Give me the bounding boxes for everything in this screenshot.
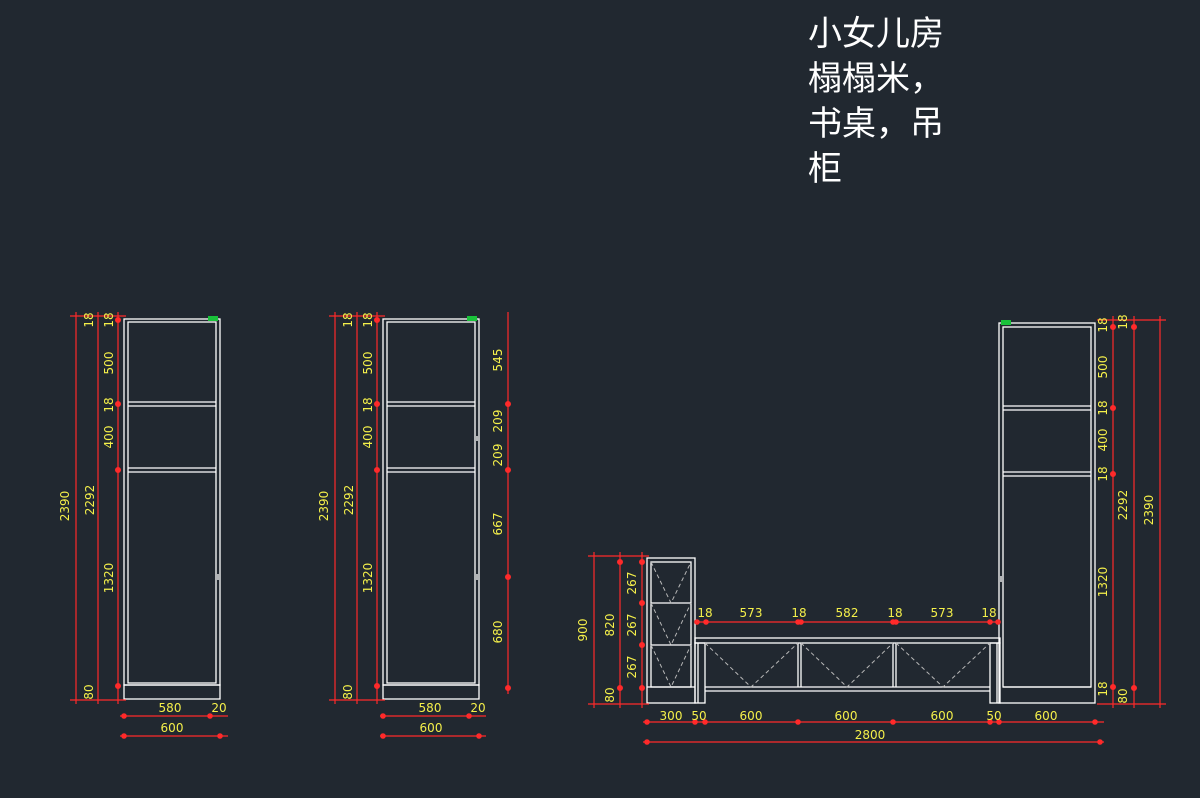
tall-inner-height-label: 2292 [1116, 489, 1130, 521]
left-total-depth-label: 600 [160, 721, 184, 735]
middle-door-1-label: 545 [491, 348, 505, 372]
side-shelf-3-label: 267 [625, 655, 639, 679]
middle-top-panel-label-outer: 18 [341, 312, 355, 328]
left-back-panel-label: 20 [211, 701, 227, 715]
tall-cabinet-marker [1001, 320, 1011, 325]
tall-top-panel-label-outer: 18 [1116, 314, 1130, 330]
platform-desk [694, 637, 1001, 704]
side-shelf-1-label: 267 [625, 571, 639, 595]
left-inner-height-label: 2292 [83, 484, 97, 516]
middle-inner-height-label: 2292 [342, 484, 356, 516]
middle-top-compartment-label: 500 [361, 351, 375, 375]
tall-bottom-panel-label: 18 [1096, 681, 1110, 697]
middle-wardrobe-marker [467, 316, 477, 321]
left-top-panel-label: 18 [102, 312, 116, 328]
title-line-3: 书桌，吊 [808, 104, 944, 144]
platform-top-3-label: 18 [791, 606, 807, 620]
tall-top-panel-label: 18 [1096, 317, 1110, 333]
platform-top-4-label: 582 [835, 606, 859, 620]
middle-depth-inner-label: 580 [418, 701, 442, 715]
width-6-label: 50 [986, 709, 1002, 723]
width-3-label: 600 [739, 709, 763, 723]
tall-total-height-label: 2390 [1142, 494, 1156, 526]
middle-wardrobe-dimension-lines [329, 312, 512, 739]
tall-shelf-2-label: 18 [1096, 466, 1110, 482]
side-inner-height-label: 820 [603, 613, 617, 637]
left-top-panel-label-outer: 18 [82, 312, 96, 328]
left-wardrobe-marker [208, 316, 218, 321]
middle-middle-compartment-label: 400 [361, 425, 375, 449]
title-line-1: 小女儿房 [808, 14, 944, 54]
combo-total-width-label: 2800 [854, 728, 886, 742]
left-top-compartment-label: 500 [102, 351, 116, 375]
tall-top-compartment-label: 500 [1096, 355, 1110, 379]
platform-top-2-label: 573 [739, 606, 763, 620]
platform-dashed-diagonals [704, 642, 991, 688]
width-2-label: 50 [691, 709, 707, 723]
left-shelf-label: 18 [102, 397, 116, 413]
title-line-2: 榻榻米， [808, 59, 944, 99]
tall-shelf-1-label: 18 [1096, 400, 1110, 416]
middle-bottom-compartment-label: 1320 [361, 562, 375, 594]
middle-wardrobe [382, 318, 480, 700]
middle-top-panel-label: 18 [361, 312, 375, 328]
middle-shelf-label: 18 [361, 397, 375, 413]
middle-door-4-label: 667 [491, 512, 505, 536]
side-total-height-label: 900 [576, 618, 590, 642]
left-wardrobe [123, 318, 221, 700]
width-1-label: 300 [659, 709, 683, 723]
width-4-label: 600 [834, 709, 858, 723]
platform-top-1-label: 18 [697, 606, 713, 620]
width-5-label: 600 [930, 709, 954, 723]
platform-top-5-label: 18 [887, 606, 903, 620]
tall-middle-compartment-label: 400 [1096, 428, 1110, 452]
tall-plinth-label: 80 [1116, 688, 1130, 704]
title-line-4: 柜 [808, 149, 842, 189]
side-shelf-2-label: 267 [625, 613, 639, 637]
middle-door-2-label: 209 [491, 409, 505, 433]
left-bottom-compartment-label: 1320 [102, 562, 116, 594]
platform-top-6-label: 573 [930, 606, 954, 620]
left-middle-compartment-label: 400 [102, 425, 116, 449]
left-depth-inner-label: 580 [158, 701, 182, 715]
middle-back-panel-label: 20 [470, 701, 486, 715]
combo-dimension-lines [588, 316, 1166, 745]
tall-bottom-compartment-label: 1320 [1096, 566, 1110, 598]
left-wardrobe-dimension-lines [70, 312, 228, 739]
middle-total-height-label: 2390 [317, 490, 331, 522]
middle-plinth-label: 80 [341, 684, 355, 700]
side-shelf-dashed-diagonals [650, 561, 692, 689]
width-7-label: 600 [1034, 709, 1058, 723]
left-plinth-label: 80 [82, 684, 96, 700]
left-total-height-label: 2390 [58, 490, 72, 522]
tall-cabinet-right [998, 322, 1096, 704]
side-plinth-label: 80 [603, 687, 617, 703]
platform-top-7-label: 18 [981, 606, 997, 620]
middle-door-3-label: 209 [491, 443, 505, 467]
drawing-title: 小女儿房 榻榻米， 书桌，吊 柜 [808, 12, 944, 192]
middle-door-5-label: 680 [491, 620, 505, 644]
side-shelf-unit [646, 557, 696, 704]
middle-total-depth-label: 600 [419, 721, 443, 735]
